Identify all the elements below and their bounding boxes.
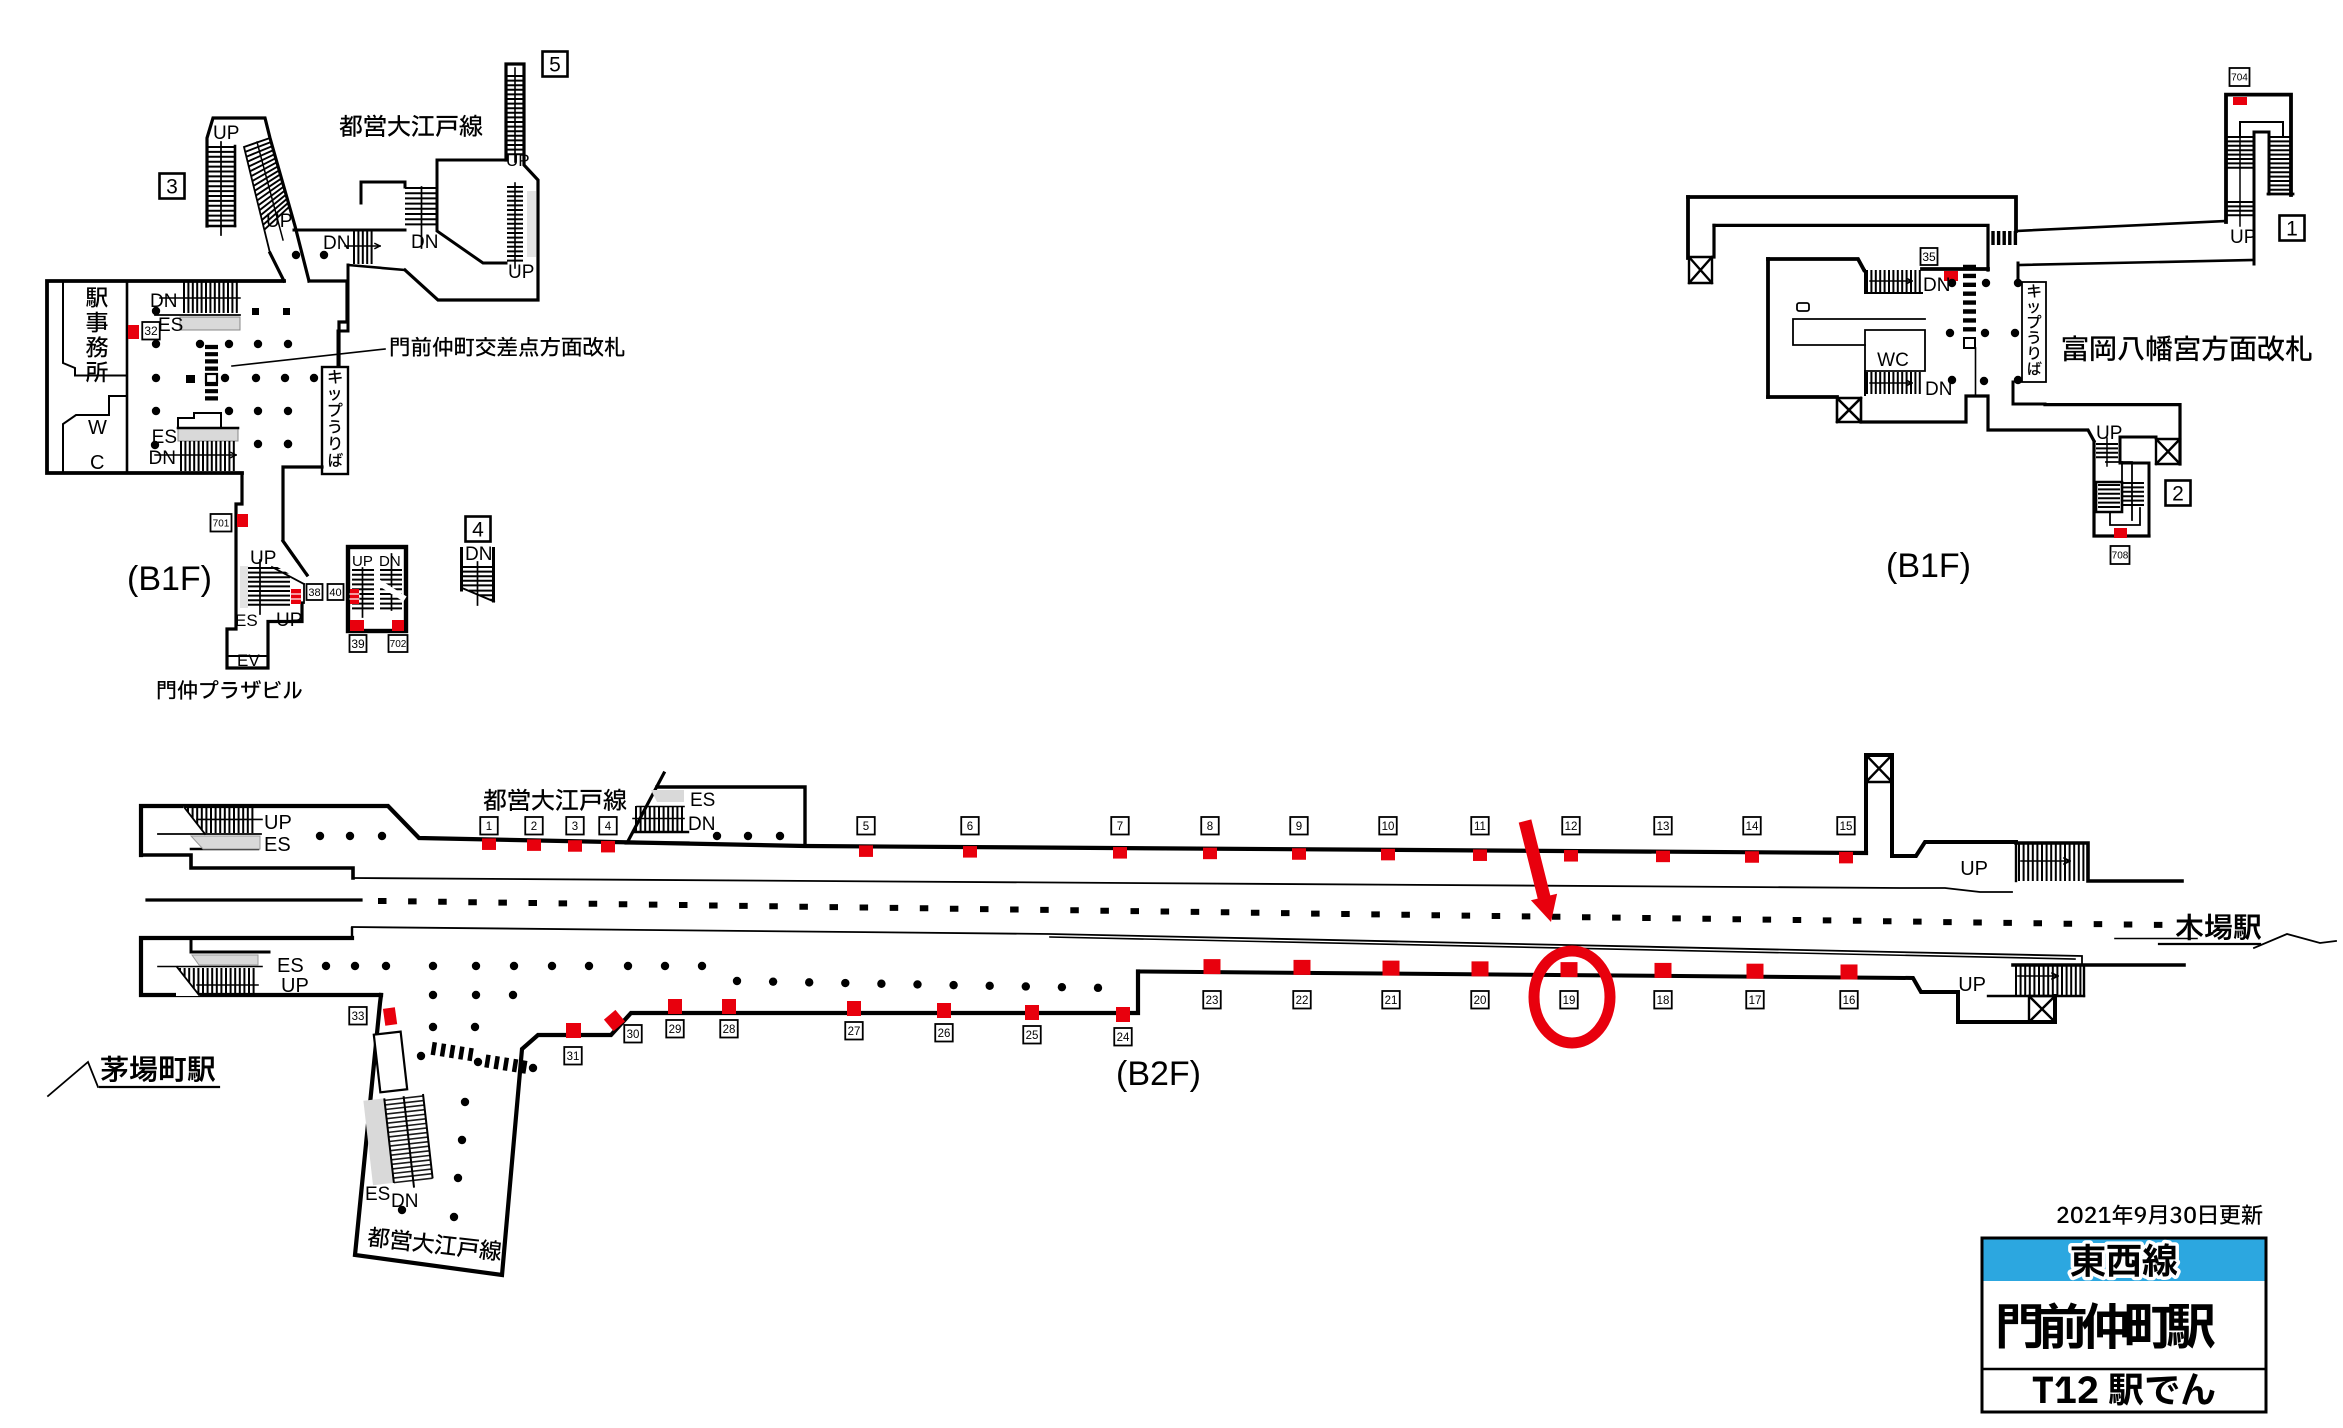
- svg-text:39: 39: [351, 637, 365, 651]
- svg-text:23: 23: [1206, 995, 1219, 1007]
- svg-text:2: 2: [2172, 483, 2184, 506]
- svg-text:UP: UP: [1958, 974, 1986, 996]
- svg-text:22: 22: [1296, 995, 1309, 1007]
- svg-text:27: 27: [848, 1026, 861, 1038]
- svg-text:UP: UP: [213, 123, 239, 144]
- svg-text:11: 11: [1474, 821, 1486, 833]
- svg-text:DN: DN: [688, 814, 715, 835]
- svg-text:ES: ES: [365, 1184, 390, 1205]
- svg-text:UP: UP: [1960, 858, 1988, 880]
- svg-text:24: 24: [1117, 1032, 1130, 1044]
- svg-text:ES: ES: [264, 834, 291, 856]
- svg-text:UP: UP: [506, 151, 530, 170]
- svg-text:DN: DN: [465, 544, 492, 565]
- svg-text:UP: UP: [264, 812, 292, 834]
- svg-text:UP: UP: [266, 211, 292, 232]
- svg-text:704: 704: [2231, 73, 2248, 84]
- svg-text:17: 17: [1749, 995, 1762, 1007]
- svg-text:40: 40: [329, 587, 341, 599]
- svg-text:WC: WC: [1877, 350, 1909, 371]
- svg-text:32: 32: [144, 324, 158, 338]
- svg-text:DN: DN: [379, 553, 401, 570]
- svg-text:ES: ES: [277, 955, 304, 977]
- svg-text:4: 4: [605, 821, 612, 833]
- svg-text:13: 13: [1657, 821, 1670, 833]
- svg-text:DN: DN: [150, 291, 177, 312]
- svg-text:UP: UP: [281, 975, 309, 997]
- svg-text:ES: ES: [158, 315, 183, 336]
- svg-text:26: 26: [938, 1028, 951, 1040]
- svg-text:3: 3: [572, 821, 578, 833]
- svg-text:UP: UP: [276, 610, 302, 631]
- svg-text:W: W: [88, 417, 107, 439]
- svg-text:5: 5: [863, 821, 869, 833]
- svg-text:UP: UP: [2096, 423, 2122, 444]
- svg-text:1: 1: [486, 821, 492, 833]
- svg-text:12: 12: [1565, 821, 1578, 833]
- svg-text:5: 5: [549, 54, 561, 77]
- svg-text:(B1F): (B1F): [127, 560, 212, 598]
- svg-text:8: 8: [1207, 821, 1213, 833]
- svg-text:701: 701: [213, 518, 230, 529]
- svg-text:7: 7: [1117, 821, 1123, 833]
- svg-text:9: 9: [1296, 821, 1302, 833]
- svg-text:20: 20: [1474, 995, 1487, 1007]
- svg-text:DN: DN: [1925, 379, 1952, 400]
- svg-text:28: 28: [723, 1024, 736, 1036]
- svg-text:ES: ES: [690, 790, 715, 811]
- svg-text:16: 16: [1843, 995, 1856, 1007]
- svg-text:1: 1: [2286, 218, 2298, 241]
- svg-text:10: 10: [1382, 821, 1395, 833]
- svg-text:708: 708: [2112, 551, 2129, 562]
- svg-text:702: 702: [390, 639, 407, 650]
- svg-text:(B1F): (B1F): [1886, 547, 1971, 585]
- svg-text:33: 33: [352, 1011, 365, 1023]
- svg-text:21: 21: [1385, 995, 1398, 1007]
- svg-text:29: 29: [669, 1024, 682, 1036]
- svg-text:15: 15: [1840, 821, 1853, 833]
- svg-text:18: 18: [1657, 995, 1670, 1007]
- svg-text:19: 19: [1563, 995, 1576, 1007]
- svg-text:EV: EV: [237, 651, 260, 670]
- svg-text:UP: UP: [352, 553, 373, 570]
- svg-text:38: 38: [308, 587, 320, 599]
- svg-text:31: 31: [567, 1051, 580, 1063]
- svg-text:(B2F): (B2F): [1116, 1055, 1201, 1093]
- svg-text:25: 25: [1026, 1030, 1039, 1042]
- svg-text:DN: DN: [391, 1191, 418, 1212]
- svg-text:14: 14: [1746, 821, 1759, 833]
- svg-text:35: 35: [1922, 250, 1936, 264]
- svg-text:UP: UP: [2230, 227, 2256, 248]
- svg-text:6: 6: [967, 821, 973, 833]
- svg-text:DN: DN: [323, 233, 350, 254]
- svg-text:UP: UP: [250, 548, 276, 569]
- svg-text:DN: DN: [149, 448, 176, 469]
- svg-text:DN: DN: [411, 232, 438, 253]
- svg-text:30: 30: [627, 1029, 640, 1041]
- svg-text:4: 4: [472, 519, 484, 542]
- svg-text:2: 2: [531, 821, 537, 833]
- svg-text:DN: DN: [1923, 275, 1950, 296]
- svg-text:ES: ES: [235, 611, 258, 630]
- svg-text:3: 3: [166, 176, 178, 199]
- svg-text:UP: UP: [508, 262, 534, 283]
- svg-text:C: C: [90, 452, 104, 474]
